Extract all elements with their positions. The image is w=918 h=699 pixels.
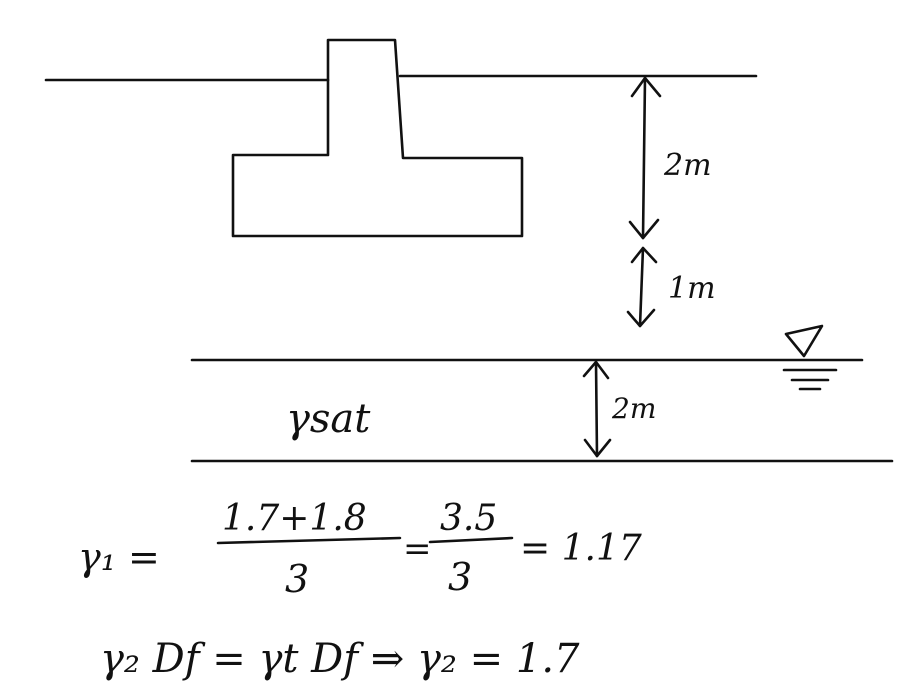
dimension-arrowhead-up (630, 76, 662, 98)
dimension-1m-line (638, 246, 645, 328)
eq-fraction-bar-1 (216, 536, 402, 545)
dimension-layer-arrowhead-down (583, 438, 612, 458)
label-1m: 1m (668, 271, 716, 306)
dimension-layer-arrowhead-up (582, 360, 610, 380)
dimension-1m-arrowhead-down (626, 308, 656, 328)
eq-numerator-2: 3.5 (440, 498, 497, 539)
eq-fraction-bar-2 (428, 536, 514, 544)
label-2m: 2m (663, 148, 712, 183)
eq-denominator: 3 (285, 557, 309, 601)
dimension-arrowhead-down (628, 218, 660, 240)
eq-line-2: γ₂ Df = γt Df ⇒ γ₂ = 1.7 (100, 636, 580, 682)
eq-numerator: 1.7+1.8 (222, 498, 367, 539)
dimension-layer-line (594, 360, 599, 458)
dimension-2m-line (641, 76, 647, 240)
dimension-1m-arrowhead-up (630, 246, 658, 264)
eq-gamma1-lhs: γ₁ = (78, 535, 160, 579)
eq-denominator-2: 3 (448, 555, 472, 599)
label-layer-2m: 2m (611, 392, 656, 425)
eq-result-1: = 1.17 (520, 528, 642, 569)
eq-equals-1: = (403, 529, 432, 569)
footing-outline (231, 38, 524, 238)
label-gamma-sat: γsat (286, 396, 371, 442)
water-table-triangle-icon (784, 324, 824, 358)
